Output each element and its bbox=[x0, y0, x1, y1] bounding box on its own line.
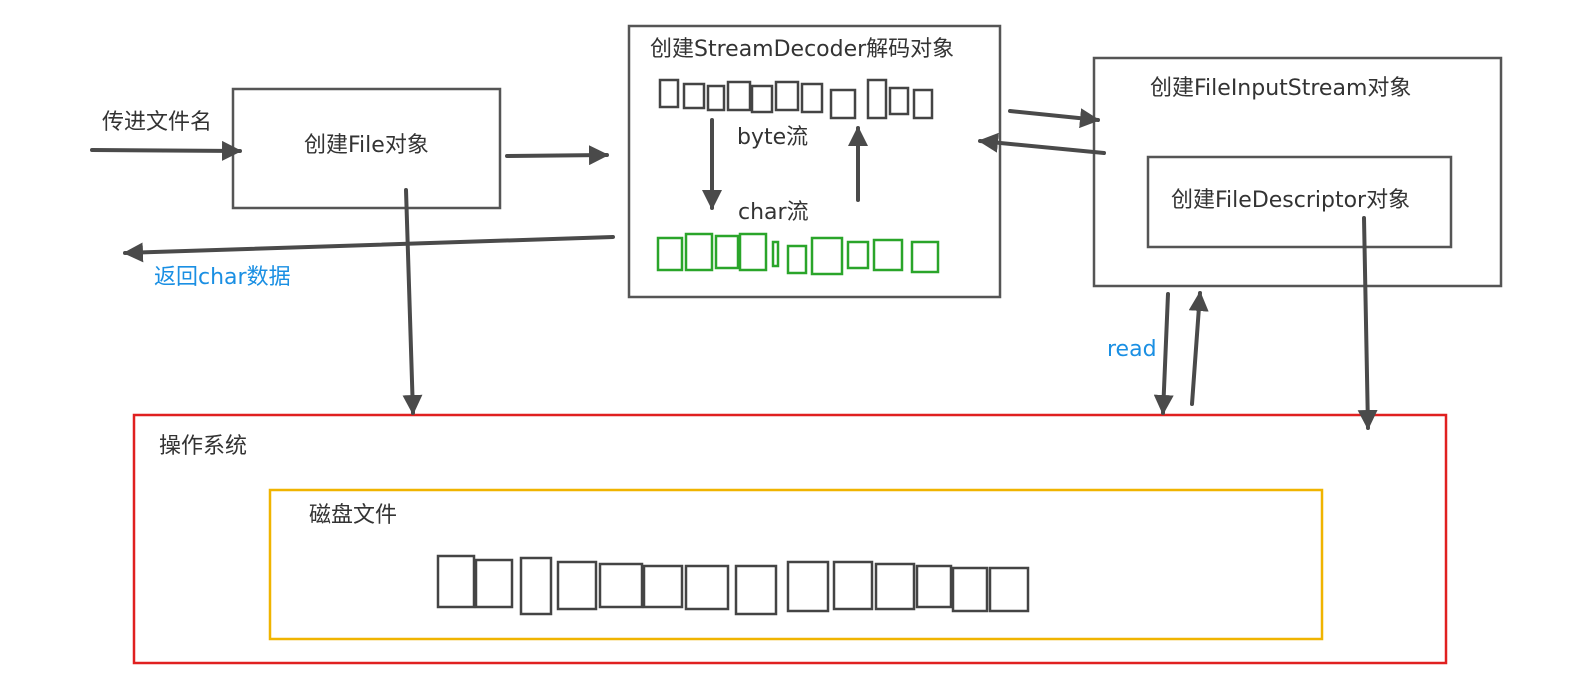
arrow-read-down bbox=[1153, 292, 1174, 415]
byte-cell bbox=[912, 88, 934, 120]
char-cell bbox=[910, 240, 940, 274]
disk-cell bbox=[988, 566, 1030, 613]
stream-decoder-label: 创建StreamDecoder解码对象 bbox=[650, 37, 955, 62]
byte-cells bbox=[658, 78, 934, 120]
disk-cell bbox=[474, 558, 514, 609]
file-input-stream-label: 创建FileInputStream对象 bbox=[1150, 76, 1412, 101]
file-input-stream-box bbox=[1092, 56, 1503, 288]
os-box bbox=[132, 413, 1448, 665]
disk-cells bbox=[436, 554, 1030, 616]
char-cell bbox=[771, 240, 780, 268]
disk-cell bbox=[915, 564, 953, 609]
disk-cell bbox=[642, 564, 684, 609]
file-object-label: 创建File对象 bbox=[304, 133, 429, 158]
byte-cell bbox=[750, 84, 774, 114]
char-cells bbox=[656, 232, 940, 276]
byte-cell bbox=[682, 82, 706, 110]
char-cell bbox=[810, 236, 844, 276]
return-char-label: 返回char数据 bbox=[154, 265, 291, 290]
char-cell bbox=[872, 238, 904, 272]
disk-cell bbox=[832, 560, 874, 611]
read-label: read bbox=[1107, 337, 1157, 362]
disk-cell bbox=[519, 556, 553, 616]
disk-cell bbox=[436, 554, 476, 609]
char-cell bbox=[738, 232, 768, 272]
char-cell bbox=[656, 236, 684, 272]
arrow-fis-to-decoder bbox=[978, 132, 1106, 155]
arrow-return-char bbox=[123, 235, 615, 263]
char-cell bbox=[714, 234, 740, 270]
byte-cell bbox=[888, 86, 910, 116]
char-stream-label: char流 bbox=[738, 200, 809, 225]
disk-cell bbox=[874, 562, 916, 611]
arrows bbox=[90, 108, 1378, 430]
byte-cell bbox=[726, 80, 752, 112]
arrow-file-to-decoder bbox=[505, 145, 609, 166]
stream-decoder-box bbox=[627, 24, 1002, 299]
disk-cell bbox=[556, 560, 598, 611]
char-cell bbox=[684, 232, 714, 272]
os-label: 操作系统 bbox=[159, 434, 248, 459]
char-cell bbox=[846, 240, 870, 270]
arrow-file-to-os bbox=[402, 188, 423, 415]
byte-cell bbox=[658, 78, 680, 109]
arrow-descriptor-to-os bbox=[1357, 216, 1378, 430]
byte-cell bbox=[866, 78, 888, 120]
disk-file-label: 磁盘文件 bbox=[309, 503, 398, 528]
byte-cell bbox=[829, 88, 857, 120]
char-cell bbox=[786, 244, 808, 275]
disk-cell bbox=[598, 562, 644, 609]
file-descriptor-box bbox=[1146, 155, 1453, 249]
disk-cell bbox=[786, 560, 830, 613]
disk-file-box bbox=[268, 488, 1324, 641]
disk-cell bbox=[734, 564, 778, 616]
arrow-decoder-to-fis bbox=[1008, 108, 1100, 129]
byte-cell bbox=[800, 82, 824, 114]
byte-cell bbox=[706, 84, 726, 112]
arrow-filename-in bbox=[90, 140, 242, 161]
file-descriptor-label: 创建FileDescriptor对象 bbox=[1171, 188, 1411, 213]
arrow-read-up bbox=[1188, 291, 1209, 406]
input-filename-label: 传进文件名 bbox=[102, 110, 213, 135]
disk-cell bbox=[684, 564, 730, 611]
disk-cell bbox=[951, 566, 989, 613]
byte-cell bbox=[774, 80, 800, 112]
byte-stream-label: byte流 bbox=[737, 125, 809, 150]
